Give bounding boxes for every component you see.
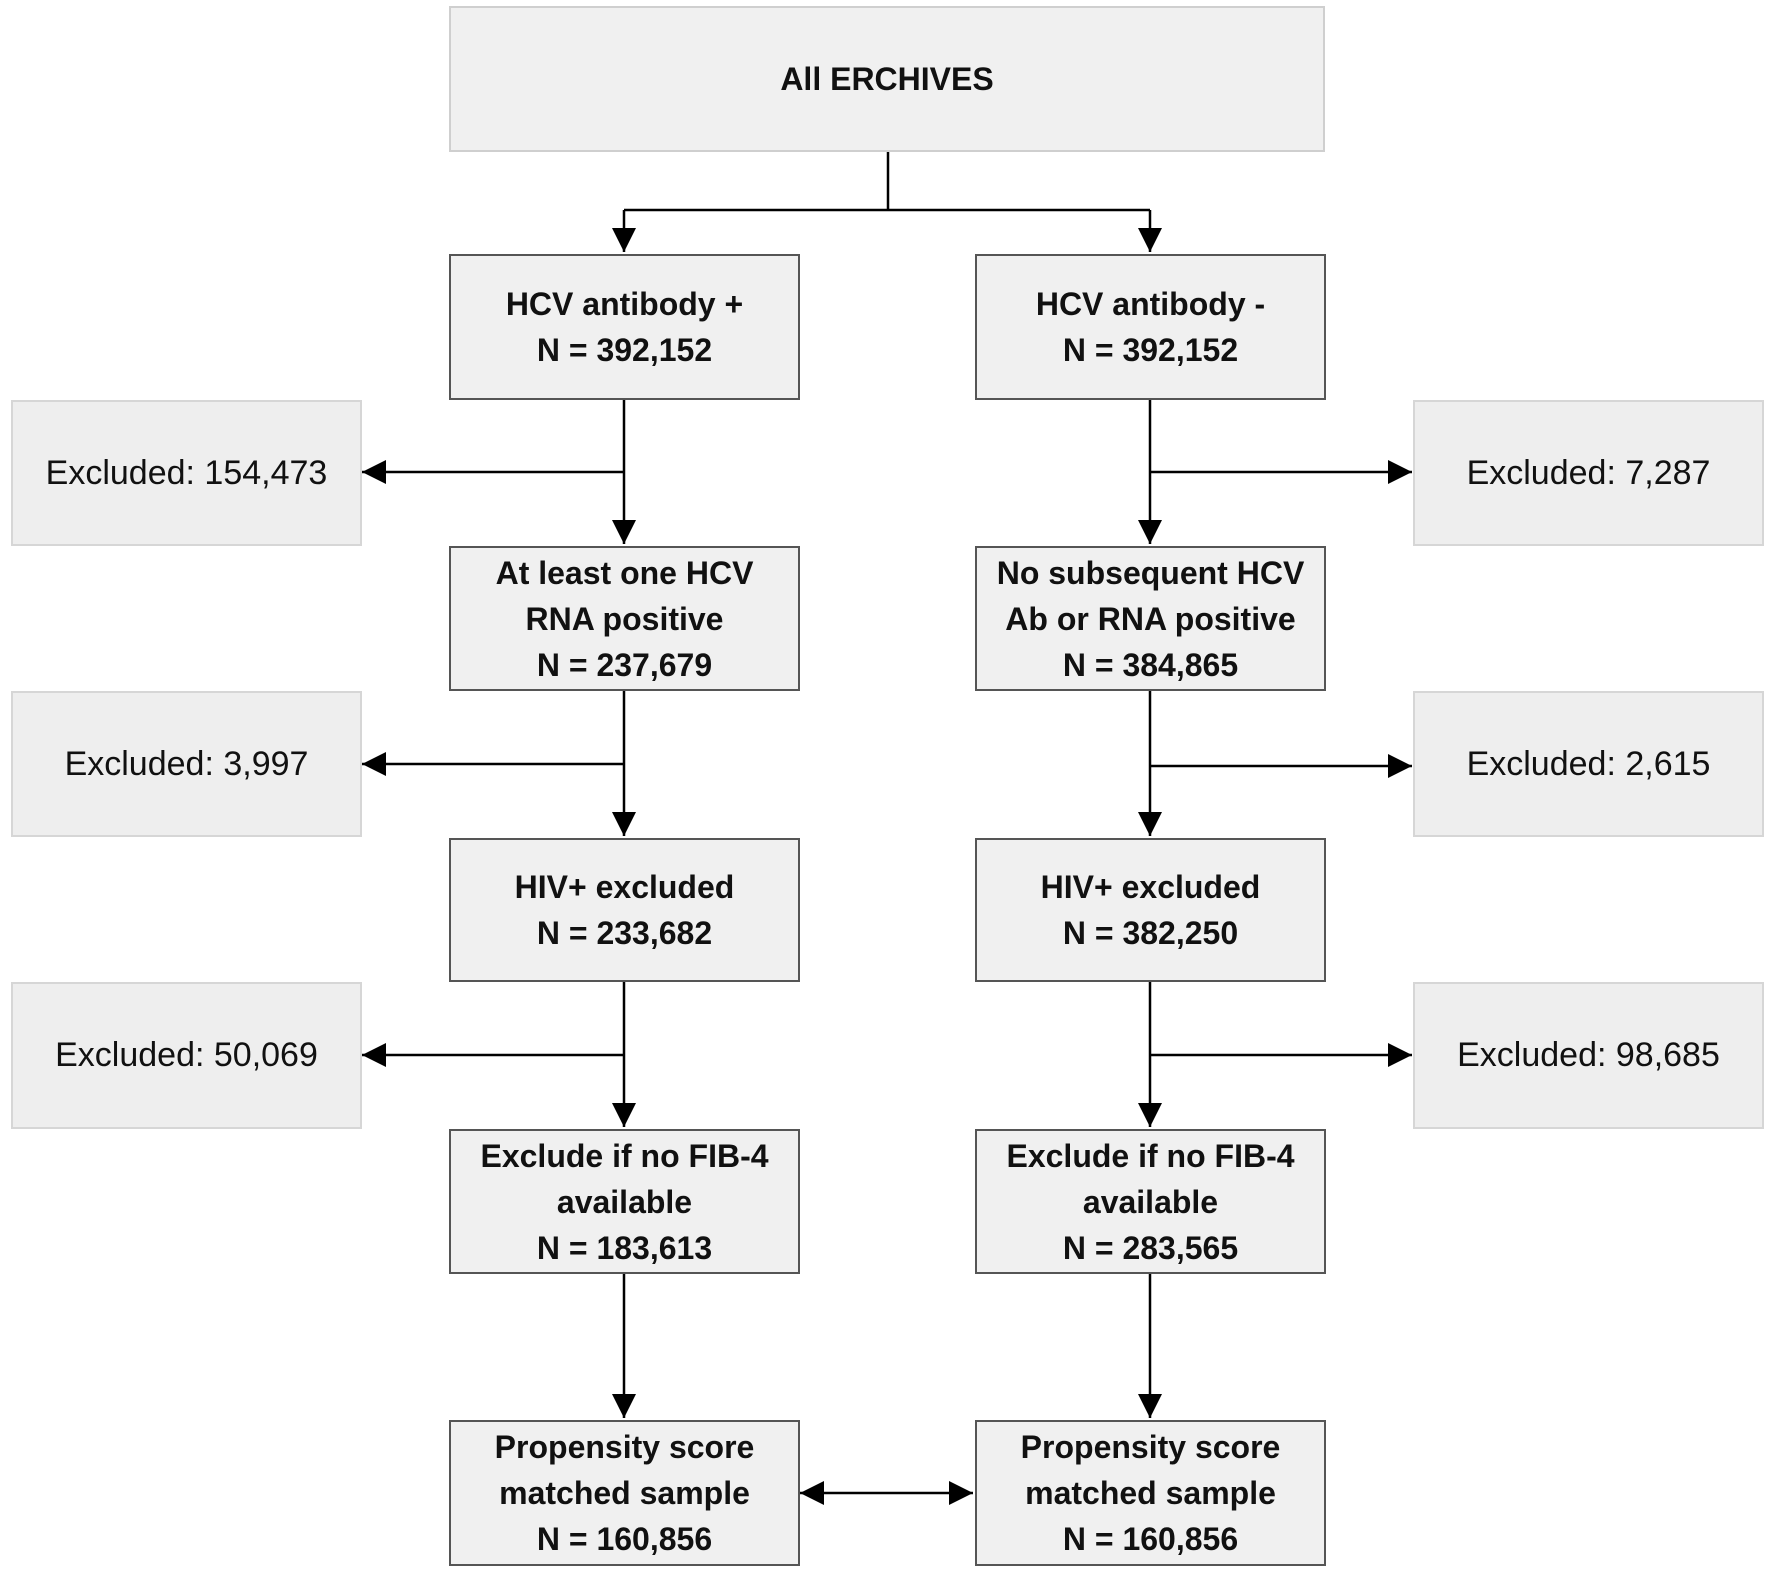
label-line1: At least one HCV bbox=[495, 554, 754, 591]
excluded-label: Excluded: 154,473 bbox=[45, 453, 328, 492]
label-n: N = 384,865 bbox=[1062, 646, 1239, 683]
label-line1: Exclude if no FIB-4 bbox=[480, 1137, 769, 1174]
label-n: N = 392,152 bbox=[1062, 332, 1239, 368]
excluded-label: Excluded: 98,685 bbox=[1457, 1036, 1720, 1074]
excluded-label: Excluded: 7,287 bbox=[1466, 453, 1711, 492]
box-right-excluded-1: Excluded: 7,287 bbox=[1413, 400, 1764, 546]
label-n: N = 392,152 bbox=[536, 332, 713, 368]
label-line1: HCV antibody + bbox=[505, 286, 744, 322]
box-right-fib4: Exclude if no FIB-4 available N = 283,56… bbox=[975, 1129, 1326, 1274]
label-n: N = 233,682 bbox=[536, 915, 713, 951]
box-left-fib4: Exclude if no FIB-4 available N = 183,61… bbox=[449, 1129, 800, 1274]
box-left-excluded-3: Excluded: 50,069 bbox=[11, 982, 362, 1129]
label-line1: HCV antibody - bbox=[1035, 286, 1266, 322]
label-line2: available bbox=[1082, 1183, 1219, 1220]
box-all-erchives: All ERCHIVES bbox=[449, 6, 1325, 152]
box-right-excluded-3: Excluded: 98,685 bbox=[1413, 982, 1764, 1129]
box-right-hcv-antibody-negative: HCV antibody - N = 392,152 bbox=[975, 254, 1326, 400]
label-line1: Exclude if no FIB-4 bbox=[1006, 1137, 1295, 1174]
label-n: N = 183,613 bbox=[536, 1229, 713, 1266]
label-line1: No subsequent HCV bbox=[996, 554, 1305, 591]
label-line2: RNA positive bbox=[525, 600, 724, 637]
label-line2: matched sample bbox=[1025, 1475, 1276, 1511]
label-n: N = 382,250 bbox=[1062, 915, 1239, 951]
box-right-hiv-excluded: HIV+ excluded N = 382,250 bbox=[975, 838, 1326, 982]
box-right-propensity-matched: Propensity score matched sample N = 160,… bbox=[975, 1420, 1326, 1566]
label-line1: Propensity score bbox=[1020, 1429, 1281, 1465]
box-right-excluded-2: Excluded: 2,615 bbox=[1413, 691, 1764, 837]
label-line2: matched sample bbox=[499, 1475, 750, 1511]
label-n: N = 160,856 bbox=[1062, 1521, 1239, 1557]
label-line2: Ab or RNA positive bbox=[1005, 600, 1296, 637]
box-left-hcv-antibody-positive: HCV antibody + N = 392,152 bbox=[449, 254, 800, 400]
excluded-label: Excluded: 50,069 bbox=[55, 1036, 318, 1074]
excluded-label: Excluded: 3,997 bbox=[64, 744, 309, 783]
box-right-no-subsequent-hcv: No subsequent HCV Ab or RNA positive N =… bbox=[975, 546, 1326, 691]
box-left-excluded-2: Excluded: 3,997 bbox=[11, 691, 362, 837]
box-all-erchives-label: All ERCHIVES bbox=[780, 60, 994, 97]
label-n: N = 283,565 bbox=[1062, 1229, 1239, 1266]
box-left-excluded-1: Excluded: 154,473 bbox=[11, 400, 362, 546]
label-line1: Propensity score bbox=[494, 1429, 755, 1465]
label-line1: HIV+ excluded bbox=[514, 869, 735, 905]
excluded-label: Excluded: 2,615 bbox=[1466, 744, 1711, 783]
box-left-propensity-matched: Propensity score matched sample N = 160,… bbox=[449, 1420, 800, 1566]
box-left-hiv-excluded: HIV+ excluded N = 233,682 bbox=[449, 838, 800, 982]
label-n: N = 237,679 bbox=[536, 646, 713, 683]
label-line1: HIV+ excluded bbox=[1040, 869, 1261, 905]
label-line2: available bbox=[556, 1183, 693, 1220]
label-n: N = 160,856 bbox=[536, 1521, 713, 1557]
box-left-hcv-rna-positive: At least one HCV RNA positive N = 237,67… bbox=[449, 546, 800, 691]
